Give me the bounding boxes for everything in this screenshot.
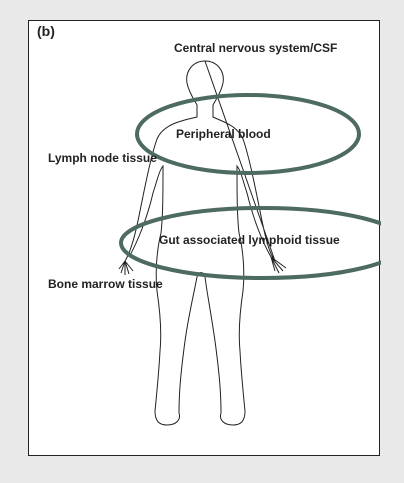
panel-letter: (b) — [37, 24, 55, 38]
cns-label: Central nervous system/CSF — [174, 41, 337, 55]
peripheral-blood-label: Peripheral blood — [176, 127, 271, 141]
gut-lymphoid-label: Gut associated lymphoid tissue — [159, 233, 340, 247]
lymph-node-label: Lymph node tissue — [48, 151, 157, 165]
diagram-panel: (b) Central nervous system/CSF Periphera… — [28, 20, 380, 456]
bone-marrow-label: Bone marrow tissue — [48, 277, 163, 291]
